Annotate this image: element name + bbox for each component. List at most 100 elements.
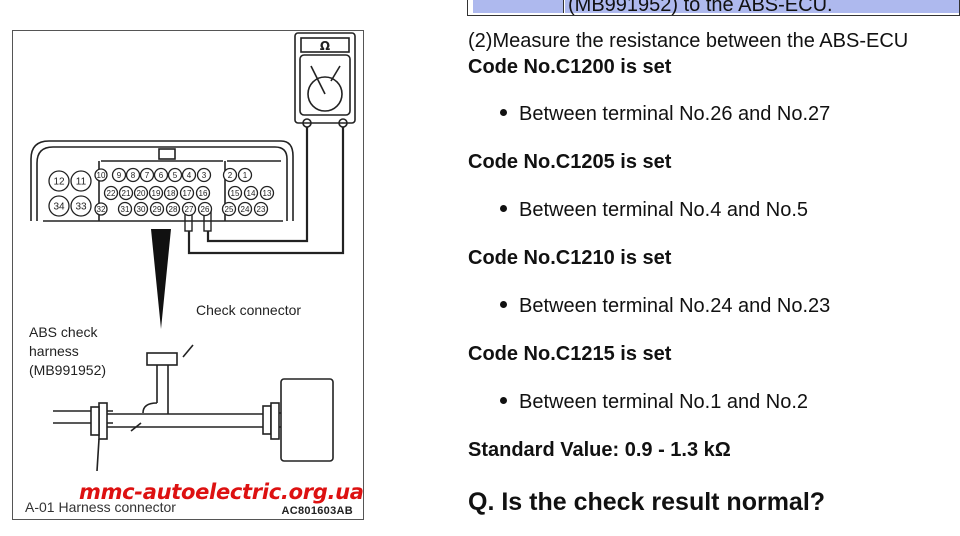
terminal-pin xyxy=(117,201,133,217)
terminal-pin xyxy=(237,201,253,217)
terminal-number: 1 xyxy=(243,171,248,180)
list-item: Between terminal No.24 and No.23 xyxy=(500,295,830,318)
abs-harness-label-3: (MB991952) xyxy=(29,362,107,378)
terminal-number: 12 xyxy=(53,177,65,188)
standard-value: Standard Value: 0.9 - 1.3 kΩ xyxy=(468,439,731,461)
terminal-pin xyxy=(179,185,195,201)
terminal-pin xyxy=(133,201,149,217)
watermark-text: mmc-autoelectric.org.ua xyxy=(79,480,364,504)
terminal-number: 27 xyxy=(185,205,194,214)
terminal-pin xyxy=(153,167,169,183)
terminal-number: 19 xyxy=(152,189,161,198)
terminal-pin xyxy=(48,170,70,192)
list-item-text: Between terminal No.4 and No.5 xyxy=(519,199,809,221)
terminal-number: 29 xyxy=(153,205,162,214)
terminal-number: 26 xyxy=(201,205,210,214)
terminal-pin xyxy=(237,167,253,183)
terminal-pin xyxy=(148,185,164,201)
list-item: Between terminal No.26 and No.27 xyxy=(500,103,830,126)
abs-harness-label-2: harness xyxy=(29,343,79,359)
terminal-pin xyxy=(221,201,237,217)
table-row-partial: (MB991952) to the ABS-ECU. xyxy=(467,0,960,16)
terminal-pin xyxy=(259,185,275,201)
code-heading-c1215: Code No.C1215 is set xyxy=(468,343,672,365)
list-item-text: Between terminal No.1 and No.2 xyxy=(519,391,809,413)
list-item: Between terminal No.1 and No.2 xyxy=(500,391,808,414)
terminal-pin xyxy=(163,185,179,201)
harness-connector xyxy=(30,140,294,222)
code-heading-c1200: Code No.C1200 is set xyxy=(468,56,672,78)
figure-code: AC801603AB xyxy=(281,505,353,517)
terminal-number: 23 xyxy=(257,205,266,214)
terminal-pin xyxy=(197,201,213,217)
terminal-number: 10 xyxy=(97,171,106,180)
list-item-text: Between terminal No.24 and No.23 xyxy=(519,295,831,317)
terminal-pin xyxy=(118,185,134,201)
terminal-pin xyxy=(70,170,92,192)
terminal-number: 24 xyxy=(241,205,250,214)
table-cell-left xyxy=(473,0,564,13)
figure-caption: A-01 Harness connector xyxy=(25,499,176,515)
terminal-number: 31 xyxy=(121,205,130,214)
bullet-icon xyxy=(500,205,507,213)
terminal-number: 25 xyxy=(225,205,234,214)
terminal-pin xyxy=(133,185,149,201)
terminal-pin xyxy=(111,167,127,183)
terminal-number: 5 xyxy=(173,171,178,180)
terminal-pin xyxy=(94,202,108,216)
bullet-icon xyxy=(500,301,507,309)
terminal-pin xyxy=(181,201,197,217)
terminal-number: 21 xyxy=(122,189,131,198)
terminal-number: 32 xyxy=(97,205,106,214)
bullet-icon xyxy=(500,109,507,117)
terminal-number: 9 xyxy=(117,171,122,180)
intro-text: (2)Measure the resistance between the AB… xyxy=(468,30,909,52)
terminal-number: 4 xyxy=(187,171,192,180)
terminal-pin xyxy=(167,167,183,183)
check-harness xyxy=(53,344,334,472)
terminal-pin xyxy=(243,185,259,201)
abs-harness-label-1: ABS check xyxy=(29,324,98,340)
terminal-number: 30 xyxy=(137,205,146,214)
terminal-number: 3 xyxy=(202,171,207,180)
question-heading: Q. Is the check result normal? xyxy=(468,488,826,516)
connector-pointer xyxy=(151,229,171,329)
terminal-number: 2 xyxy=(228,171,233,180)
terminal-number: 14 xyxy=(247,189,256,198)
terminal-number: 13 xyxy=(263,189,272,198)
meter-symbol: Ω xyxy=(320,39,330,53)
terminal-pin xyxy=(196,167,212,183)
table-cell-text: (MB991952) to the ABS-ECU. xyxy=(568,0,833,16)
terminal-pin xyxy=(139,167,155,183)
terminal-pin xyxy=(222,167,238,183)
list-item-text: Between terminal No.26 and No.27 xyxy=(519,103,831,125)
list-item: Between terminal No.4 and No.5 xyxy=(500,199,808,222)
terminal-number: 22 xyxy=(107,189,116,198)
terminal-number: 18 xyxy=(167,189,176,198)
terminal-number: 17 xyxy=(183,189,192,198)
bullet-icon xyxy=(500,397,507,405)
terminal-number: 11 xyxy=(76,177,87,188)
terminal-pin xyxy=(48,195,70,217)
terminal-number: 33 xyxy=(75,202,87,213)
terminal-number: 7 xyxy=(145,171,150,180)
terminal-pin xyxy=(165,201,181,217)
terminal-number: 20 xyxy=(137,189,146,198)
terminal-number: 15 xyxy=(231,189,240,198)
terminal-pin xyxy=(181,167,197,183)
terminal-number: 16 xyxy=(199,189,208,198)
terminal-pin xyxy=(94,168,108,182)
terminal-number: 28 xyxy=(169,205,178,214)
code-heading-c1210: Code No.C1210 is set xyxy=(468,247,672,269)
terminal-pin xyxy=(253,201,269,217)
table-cell-right xyxy=(565,0,959,13)
terminal-pin xyxy=(227,185,243,201)
check-connector-label: Check connector xyxy=(196,302,302,318)
terminal-number: 6 xyxy=(159,171,164,180)
terminal-pin xyxy=(103,185,119,201)
terminal-number: 8 xyxy=(131,171,136,180)
terminal-pin xyxy=(195,185,211,201)
